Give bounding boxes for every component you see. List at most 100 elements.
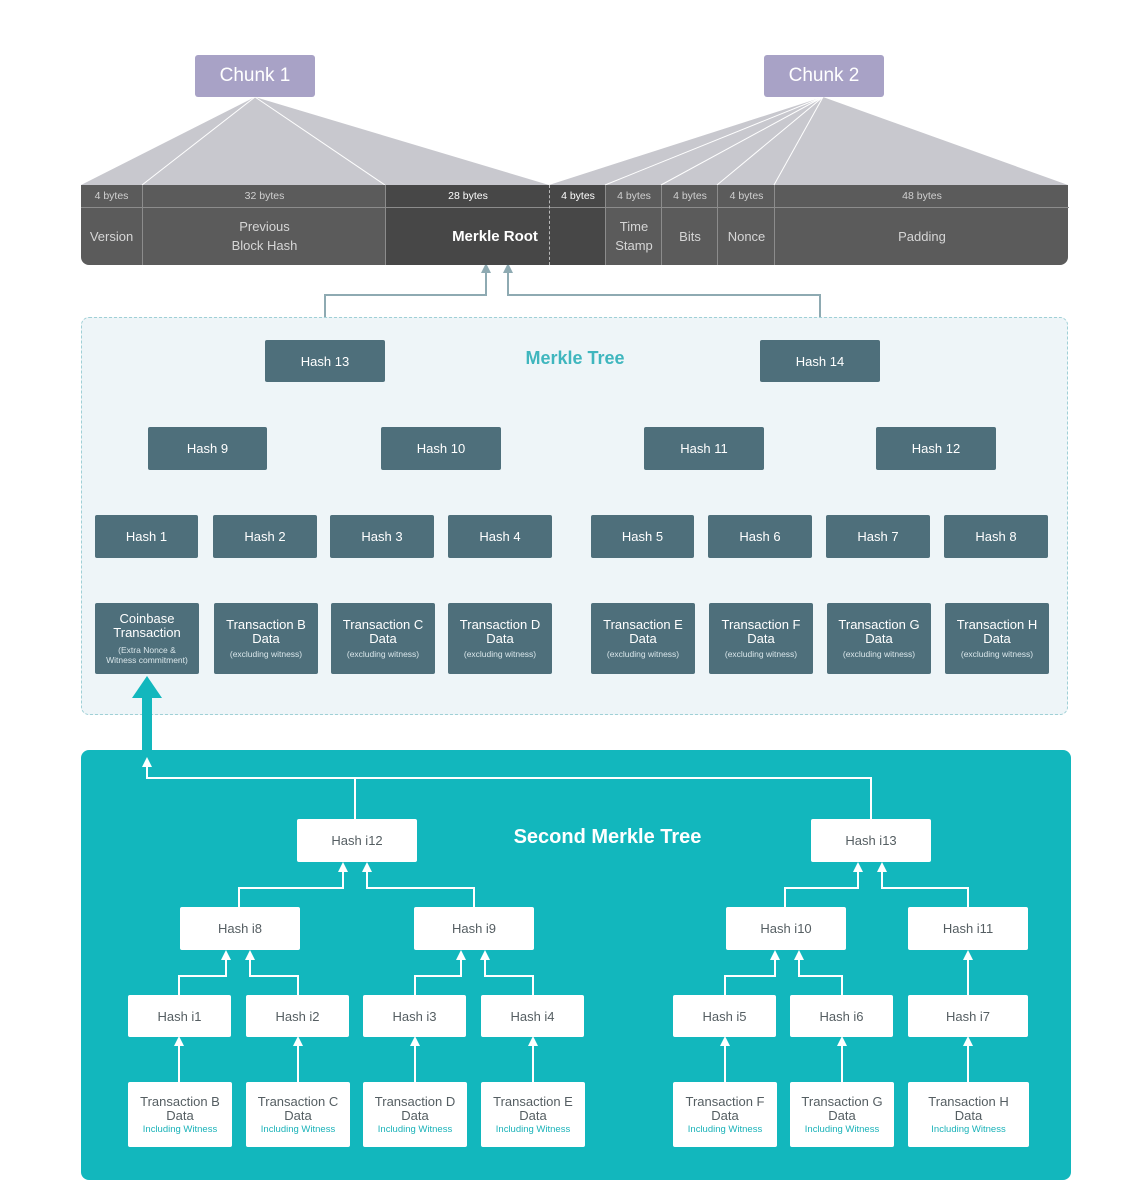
tx-title: Data: [711, 1107, 739, 1123]
field-size: 28 bytes: [386, 185, 550, 208]
witness-transaction-c-node: Transaction C Data Including Witness: [246, 1082, 350, 1147]
tx-title: Data: [401, 1107, 429, 1123]
witness-transaction-g-node: Transaction G Data Including Witness: [790, 1082, 894, 1147]
field-size: 4 bytes: [718, 185, 775, 208]
transaction-b-node: Transaction B Data (excluding witness): [214, 603, 318, 674]
tx-title: Transaction G: [838, 617, 920, 632]
tx-title: Data: [519, 1107, 547, 1123]
tx-title: Transaction B: [140, 1093, 220, 1109]
header-field-padding: 48 bytes Padding: [774, 185, 1069, 265]
tx-title: Data: [252, 631, 280, 646]
tx-title: Transaction D: [374, 1093, 456, 1109]
field-label: Nonce: [727, 228, 766, 244]
field-label: Padding: [898, 228, 946, 244]
tx-note: (excluding witness): [960, 649, 1034, 659]
hash-12-node: Hash 12: [876, 427, 996, 470]
tx-title: Transaction F: [685, 1093, 765, 1109]
transaction-e-node: Transaction E Data (excluding witness): [591, 603, 695, 674]
hash-i3-node: Hash i3: [363, 995, 466, 1037]
tx-title: Coinbase: [119, 611, 175, 626]
hash-i9-node: Hash i9: [414, 907, 534, 950]
tx-note: Including Witness: [142, 1123, 218, 1135]
hash-i11-node: Hash i11: [908, 907, 1028, 950]
header-field-merkle-root-part1: 28 bytes: [385, 185, 550, 265]
tx-title: Transaction G: [801, 1093, 883, 1109]
witness-transaction-b-node: Transaction B Data Including Witness: [128, 1082, 232, 1147]
field-label: Time Stamp: [615, 219, 653, 253]
hash-i4-node: Hash i4: [481, 995, 584, 1037]
tx-note: (excluding witness): [463, 649, 537, 659]
tx-title: Data: [865, 631, 893, 646]
hash-6-node: Hash 6: [708, 515, 812, 558]
field-size: 48 bytes: [775, 185, 1069, 208]
header-field-version: 4 bytes Version: [81, 185, 142, 265]
tx-title: Transaction D: [459, 617, 541, 632]
header-field-bits: 4 bytes Bits: [661, 185, 718, 265]
chunk1-fan: [81, 96, 549, 186]
transaction-d-node: Transaction D Data (excluding witness): [448, 603, 552, 674]
field-size: 4 bytes: [662, 185, 718, 208]
merkle-tree-title: Merkle Tree: [525, 348, 625, 368]
tx-title: Transaction E: [603, 617, 683, 632]
hash-i5-node: Hash i5: [673, 995, 776, 1037]
transaction-h-node: Transaction H Data (excluding witness): [945, 603, 1049, 674]
tx-title: Transaction H: [956, 617, 1038, 632]
tx-note: Witness commitment): [106, 655, 188, 665]
hash-i1-node: Hash i1: [128, 995, 231, 1037]
hash-i8-node: Hash i8: [180, 907, 300, 950]
hash-i7-node: Hash i7: [908, 995, 1028, 1037]
hash-13-node: Hash 13: [265, 340, 385, 382]
tx-title: Data: [983, 631, 1011, 646]
tx-note: (excluding witness): [606, 649, 680, 659]
hash-7-node: Hash 7: [826, 515, 930, 558]
tx-title: Data: [954, 1107, 983, 1123]
hash-i6-node: Hash i6: [790, 995, 893, 1037]
witness-transaction-f-node: Transaction F Data Including Witness: [673, 1082, 777, 1147]
hash-3-node: Hash 3: [330, 515, 434, 558]
tx-note: (excluding witness): [842, 649, 916, 659]
tx-note: Including Witness: [495, 1123, 571, 1135]
hash-i12-node: Hash i12: [297, 819, 417, 862]
witness-transaction-h-node: Transaction H Data Including Witness: [908, 1082, 1029, 1147]
field-label: Bits: [679, 228, 701, 244]
hash-5-node: Hash 5: [591, 515, 694, 558]
tx-note: Including Witness: [260, 1123, 336, 1135]
hash-4-node: Hash 4: [448, 515, 552, 558]
hash-i13-node: Hash i13: [811, 819, 931, 862]
field-label: Version: [89, 228, 134, 244]
header-field-previous-block-hash: 32 bytes Previous Block Hash: [142, 185, 386, 265]
tx-title: Data: [369, 631, 397, 646]
coinbase-transaction-node: Coinbase Transaction (Extra Nonce & Witn…: [95, 603, 199, 674]
tx-note: Including Witness: [377, 1123, 453, 1135]
tx-title: Transaction B: [226, 617, 306, 632]
tx-note: Including Witness: [931, 1123, 1006, 1135]
tx-note: Including Witness: [804, 1123, 880, 1135]
field-size: 4 bytes: [606, 185, 662, 208]
field-label: Previous Block Hash: [231, 219, 298, 253]
tx-title: Transaction C: [257, 1093, 339, 1109]
hash-i2-node: Hash i2: [246, 995, 349, 1037]
transaction-g-node: Transaction G Data (excluding witness): [827, 603, 931, 674]
field-size: 32 bytes: [143, 185, 386, 208]
tx-title: Transaction C: [342, 617, 424, 632]
tx-title: Data: [828, 1107, 856, 1123]
witness-transaction-d-node: Transaction D Data Including Witness: [363, 1082, 467, 1147]
hash-9-node: Hash 9: [148, 427, 267, 470]
hash-10-node: Hash 10: [381, 427, 501, 470]
hash-8-node: Hash 8: [944, 515, 1048, 558]
header-field-nonce: 4 bytes Nonce: [717, 185, 775, 265]
tx-title: Data: [284, 1107, 312, 1123]
tx-note: (excluding witness): [346, 649, 420, 659]
tx-note: (excluding witness): [229, 649, 303, 659]
block-header: 4 bytes Version 32 bytes Previous Block …: [81, 185, 1069, 265]
chunk-1-label: Chunk 1: [195, 55, 315, 97]
chunk-2-label: Chunk 2: [764, 55, 884, 97]
field-size: 4 bytes: [81, 185, 142, 208]
witness-transaction-e-node: Transaction E Data Including Witness: [481, 1082, 585, 1147]
tx-note: Including Witness: [687, 1123, 763, 1135]
hash-2-node: Hash 2: [213, 515, 317, 558]
chunk2-fan: [549, 96, 1068, 186]
tx-title: Transaction H: [928, 1093, 1009, 1109]
field-size: 4 bytes: [550, 185, 606, 208]
transaction-f-node: Transaction F Data (excluding witness): [709, 603, 813, 674]
